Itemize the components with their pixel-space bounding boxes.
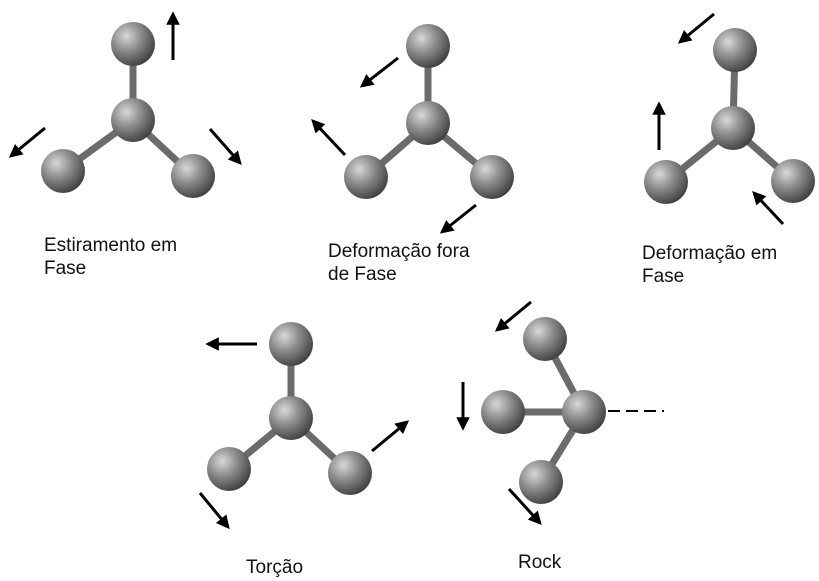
caption-line: Torção (246, 557, 304, 578)
arrows-asymmetric-deformation (311, 56, 477, 234)
atom-center (562, 390, 606, 434)
arrow (359, 56, 399, 88)
molecule-symmetric-deformation (644, 28, 815, 204)
atom (269, 322, 313, 366)
atom (171, 154, 215, 198)
arrow (507, 487, 542, 525)
arrow (494, 300, 532, 332)
caption-line: Rock (518, 552, 562, 573)
caption-line: Fase (44, 258, 87, 279)
arrows-twist (198, 337, 410, 530)
atom (470, 155, 514, 199)
molecule-symmetric-stretch (41, 22, 215, 198)
atom (328, 451, 372, 495)
atom (481, 390, 525, 434)
caption-rock: Rock (518, 551, 561, 574)
atom-center (111, 98, 155, 142)
caption-asymmetric-deformation: Deformação fora de Fase (328, 240, 470, 286)
arrows-rock (456, 300, 542, 525)
arrow (677, 12, 715, 44)
caption-symmetric-deformation: Deformação em Fase (642, 242, 777, 288)
atom (344, 155, 388, 199)
caption-line: Fase (642, 266, 685, 287)
molecule-asymmetric-deformation (344, 24, 514, 199)
arrow (311, 119, 347, 157)
atom-center (711, 106, 755, 150)
atom (111, 22, 155, 66)
arrow (208, 128, 242, 166)
caption-line: Estiramento em (44, 235, 178, 256)
caption-line: Deformação fora (328, 241, 470, 262)
atom (406, 24, 450, 68)
arrow (752, 191, 785, 226)
atom (41, 149, 85, 193)
atom (771, 159, 815, 203)
molecule-rock (481, 317, 664, 504)
caption-twist: Torção (246, 556, 303, 579)
caption-line: Deformação em (642, 243, 778, 264)
atom (519, 460, 563, 504)
arrows-symmetric-deformation (652, 12, 785, 226)
arrow (198, 492, 230, 530)
caption-symmetric-stretch: Estiramento em Fase (44, 234, 177, 280)
atom (644, 160, 688, 204)
atom-center (269, 396, 313, 440)
atom-center (406, 101, 450, 145)
arrow (439, 203, 477, 234)
molecule-twist (207, 322, 372, 495)
atom (523, 317, 567, 361)
arrow (8, 126, 46, 158)
arrows-symmetric-stretch (8, 11, 242, 166)
arrow (371, 420, 410, 453)
atom (713, 28, 757, 72)
atom (207, 447, 251, 491)
caption-line: de Fase (328, 264, 397, 285)
